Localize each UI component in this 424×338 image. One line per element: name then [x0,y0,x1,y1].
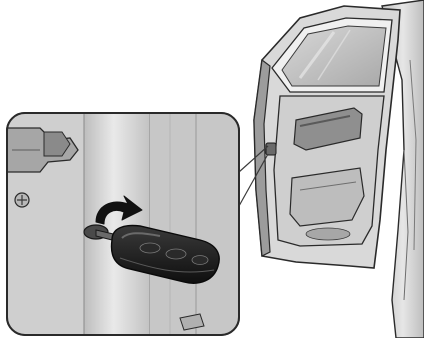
screw-icon [15,193,29,207]
detail-inset [7,113,240,335]
rear-door [254,6,400,268]
child-lock-location [266,143,276,155]
